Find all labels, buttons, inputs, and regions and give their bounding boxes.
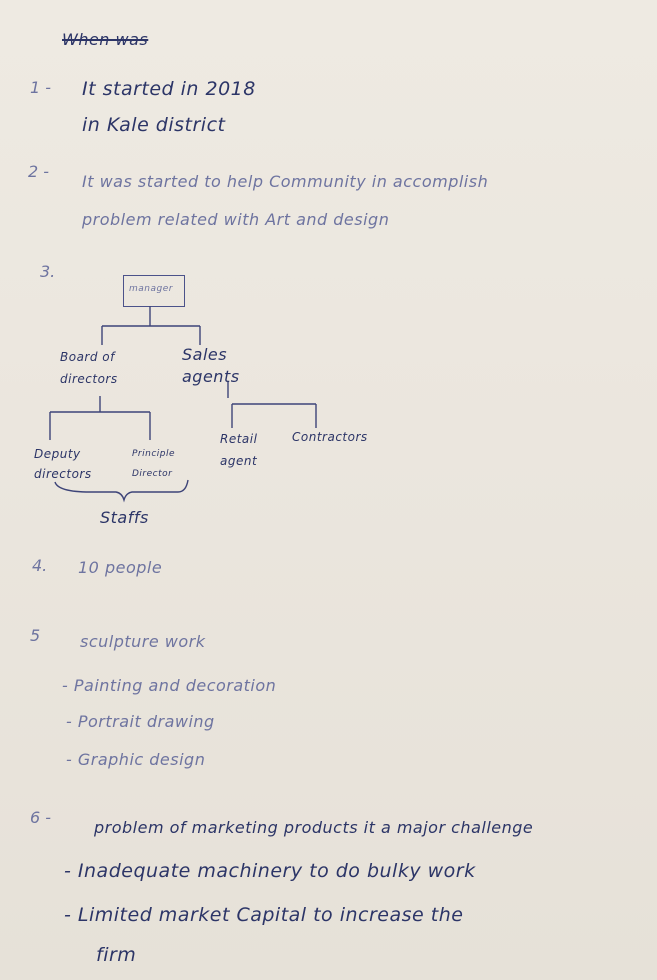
org-retail-agent: Retail agent bbox=[220, 432, 258, 468]
org-staffs-label: Staffs bbox=[100, 508, 149, 527]
item-5-line-1: sculpture work bbox=[80, 632, 206, 651]
org-board-of-directors: Board of directors bbox=[60, 350, 118, 386]
item-6-bullet-2: - Inadequate machinery to do bulky work bbox=[64, 860, 476, 882]
item-1-line-1: It started in 2018 bbox=[82, 78, 256, 100]
item-6-bullet-4: firm bbox=[96, 944, 137, 966]
manager-box bbox=[123, 275, 185, 307]
crossed-out-heading: When was bbox=[62, 30, 149, 49]
item-1-line-2: in Kale district bbox=[82, 114, 226, 136]
item-2-line-2: problem related with Art and design bbox=[82, 210, 390, 229]
item-2-line-1: It was started to help Community in acco… bbox=[82, 172, 489, 191]
item-5-bullet-3-text: Graphic design bbox=[77, 750, 206, 769]
item-6-bullet-3: - Limited market Capital to increase the bbox=[64, 904, 464, 926]
item-1-number: 1 - bbox=[30, 78, 52, 97]
item-4-line-1: 10 people bbox=[78, 558, 163, 577]
item-5-bullet-2-text: Portrait drawing bbox=[77, 712, 215, 731]
item-6-bullet-2-text: Inadequate machinery to do bulky work bbox=[77, 860, 476, 882]
item-6-number: 6 - bbox=[30, 808, 52, 827]
org-root-manager: manager bbox=[129, 284, 173, 294]
item-5-bullet-1-text: Painting and decoration bbox=[73, 676, 277, 695]
item-5-bullet-3: - Graphic design bbox=[66, 750, 206, 769]
org-contractors: Contractors bbox=[292, 430, 368, 444]
item-3-number: 3. bbox=[40, 262, 56, 281]
item-4-number: 4. bbox=[32, 556, 48, 575]
org-sales-agents: Sales agents bbox=[182, 345, 240, 386]
item-6-bullet-3-text: Limited market Capital to increase the bbox=[77, 904, 464, 926]
org-principle-director: Principle Director bbox=[132, 449, 176, 479]
item-2-number: 2 - bbox=[28, 162, 50, 181]
org-deputy-directors: Deputy directors bbox=[34, 447, 92, 481]
item-5-bullet-2: - Portrait drawing bbox=[66, 712, 215, 731]
item-5-number: 5 bbox=[30, 626, 41, 645]
item-6-bullet-1: problem of marketing products it a major… bbox=[94, 818, 534, 837]
item-5-bullet-1: - Painting and decoration bbox=[62, 676, 277, 695]
